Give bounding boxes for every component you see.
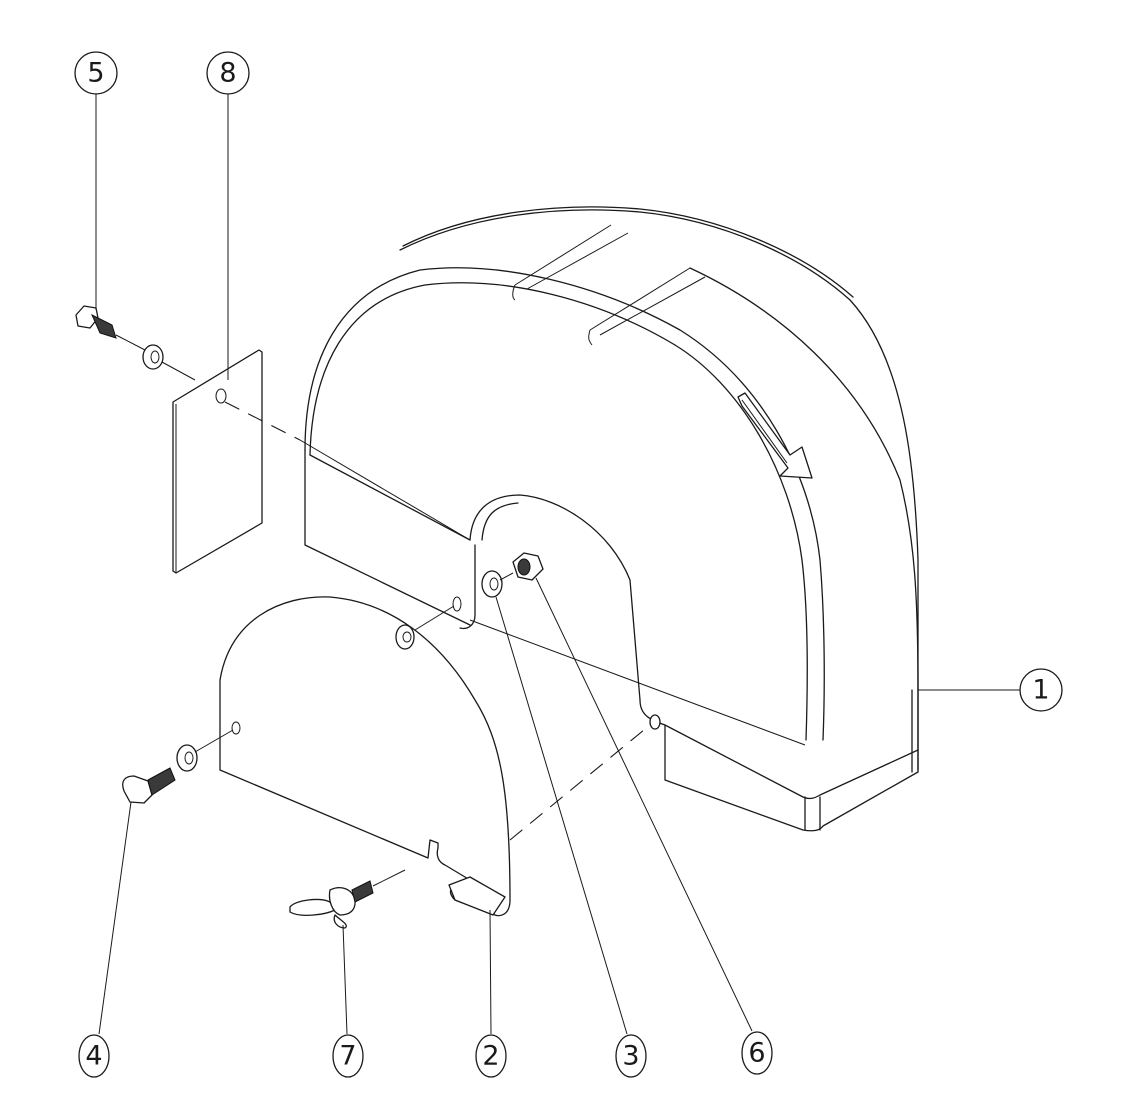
wing-bolt bbox=[289, 880, 374, 929]
balloon-4: 4 bbox=[78, 1034, 110, 1078]
balloon-3: 3 bbox=[615, 1034, 647, 1078]
svg-text:3: 3 bbox=[622, 1041, 639, 1072]
balloon-8: 8 bbox=[206, 51, 250, 95]
balloon-5: 5 bbox=[74, 51, 118, 95]
balloon-6: 6 bbox=[741, 1031, 773, 1075]
rectangular-plate bbox=[172, 349, 263, 574]
balloon-7: 7 bbox=[332, 1034, 364, 1078]
assembly-lines bbox=[115, 334, 651, 887]
rotation-arrow-icon bbox=[737, 392, 813, 479]
svg-text:8: 8 bbox=[219, 58, 236, 89]
leader-lines bbox=[95, 94, 1020, 1035]
svg-text:1: 1 bbox=[1032, 675, 1049, 706]
side-plate bbox=[219, 596, 511, 917]
svg-text:4: 4 bbox=[85, 1041, 102, 1072]
svg-text:2: 2 bbox=[482, 1041, 499, 1072]
hex-bolt-bottom bbox=[122, 744, 198, 804]
balloon-1: 1 bbox=[1019, 668, 1063, 712]
washer-and-nut bbox=[395, 552, 544, 650]
hex-bolt-top bbox=[75, 305, 164, 370]
svg-text:5: 5 bbox=[87, 58, 104, 89]
svg-text:7: 7 bbox=[339, 1041, 356, 1072]
balloon-2: 2 bbox=[475, 1034, 507, 1078]
svg-text:6: 6 bbox=[748, 1038, 765, 1069]
blade-guard-cover bbox=[304, 206, 919, 832]
